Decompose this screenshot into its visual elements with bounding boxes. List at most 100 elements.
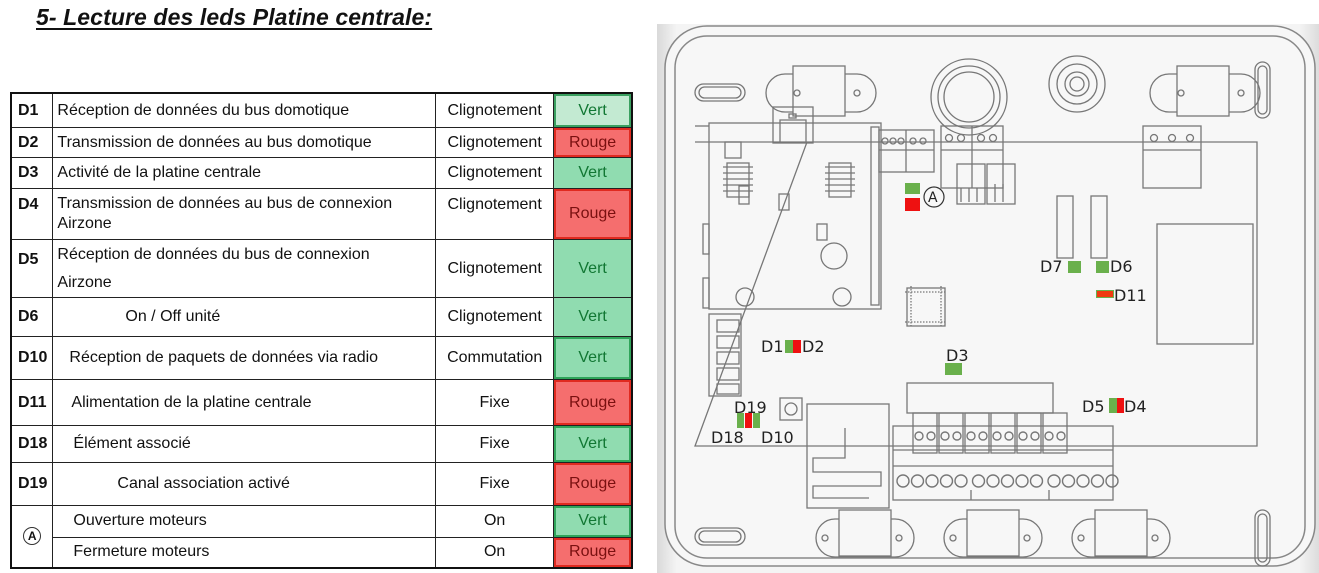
- terminal-screw-lower: [1090, 474, 1105, 488]
- terminal-screw-upper: [1044, 431, 1054, 441]
- slot-top-right: [1254, 61, 1271, 119]
- led-color: Rouge: [553, 126, 633, 159]
- led-mode: Fixe: [435, 461, 555, 506]
- chip-right: [825, 162, 855, 198]
- terminal-screw-lower: [925, 474, 939, 488]
- terminal-screw-lower: [971, 474, 986, 488]
- table-row: D2 Transmission de données au bus domoti…: [10, 126, 633, 159]
- led-code-cell: A: [10, 504, 54, 569]
- terminal-screw-lower: [1105, 474, 1119, 488]
- led-mode: Clignotement: [435, 126, 555, 159]
- led-d2: [793, 340, 801, 353]
- label-d11: D11: [1114, 286, 1147, 305]
- table-row: D4 Transmission de données au bus de con…: [10, 187, 633, 240]
- led-code: D4: [10, 187, 54, 240]
- slot-top-left: [694, 83, 746, 102]
- led-mode: Clignotement: [435, 157, 555, 189]
- led-d5: [1109, 398, 1117, 413]
- led-d11-red: [1097, 291, 1113, 297]
- side-connector: [708, 313, 742, 397]
- label-d18: D18: [711, 428, 744, 447]
- led-mode: Clignotement: [435, 238, 555, 299]
- terminal-screw-lower: [1061, 474, 1076, 488]
- led-code: D3: [10, 157, 54, 189]
- table-row: D3 Activité de la platine centrale Clign…: [10, 157, 633, 189]
- terminal-screw-upper: [1004, 431, 1014, 441]
- led-a-green: [905, 183, 920, 194]
- terminal-screw-lower: [1076, 474, 1090, 488]
- terminal-block-c: [1142, 125, 1202, 189]
- connector-top: [772, 106, 814, 144]
- led-color: Vert: [553, 92, 633, 128]
- table-row: D10 Réception de paquets de données via …: [10, 336, 633, 380]
- led-description-line1: Réception de données du bus de connexion: [57, 245, 370, 263]
- led-description: Canal association activé: [52, 461, 437, 506]
- terminal-screw-lower: [1047, 474, 1061, 488]
- label-d1: D1: [761, 337, 784, 356]
- table-row: D19 Canal association activé Fixe Rouge: [10, 461, 633, 506]
- led-mode: On: [435, 504, 555, 538]
- led-d6: [1096, 261, 1109, 273]
- led-d10: [753, 413, 760, 428]
- table-row: D18 Élément associé Fixe Vert: [10, 425, 633, 463]
- terminal-screw-upper: [952, 431, 962, 441]
- led-d7: [1068, 261, 1081, 273]
- table-row: D11 Alimentation de la platine centrale …: [10, 378, 633, 427]
- terminal-screw-lower: [1029, 474, 1044, 488]
- led-mode: On: [435, 536, 555, 569]
- mount-tab-bottom-1: [815, 518, 915, 558]
- slot-bottom-left: [694, 527, 746, 546]
- led-code: D18: [10, 425, 54, 463]
- cable-gland-large: [930, 58, 1008, 136]
- terminal-screw-upper: [992, 431, 1002, 441]
- led-description: Ouverture moteurs: [52, 504, 437, 538]
- terminal-screw-lower: [1015, 474, 1029, 488]
- label-d4: D4: [1124, 397, 1147, 416]
- led-color: Rouge: [553, 187, 633, 240]
- chip-left: [723, 162, 753, 198]
- microcontroller: [906, 287, 946, 327]
- table-row: D6 On / Off unité Clignotement Vert: [10, 297, 633, 338]
- fuse-right: [1090, 195, 1108, 259]
- cable-gland-small: [1048, 55, 1106, 113]
- led-color: Vert: [553, 157, 633, 189]
- led-color: Rouge: [553, 461, 633, 506]
- leds: [737, 183, 1124, 428]
- terminal-screw-lower: [1000, 474, 1015, 488]
- led-d3: [945, 363, 962, 375]
- led-description: Réception de paquets de données via radi…: [52, 336, 437, 380]
- led-mode: Clignotement: [435, 297, 555, 338]
- terminal-screw-upper: [940, 431, 950, 441]
- led-color: Vert: [553, 504, 633, 538]
- mount-tab-bottom-3: [1071, 518, 1171, 558]
- led-description: Fermeture moteurs: [52, 536, 437, 569]
- label-d19: D19: [734, 398, 767, 417]
- led-a-red: [905, 198, 920, 211]
- led-description: Réception de données du bus domotique: [52, 92, 437, 128]
- terminal-screw-upper: [1030, 431, 1040, 441]
- led-color: Rouge: [553, 378, 633, 427]
- led-color: Vert: [553, 336, 633, 380]
- led-code: D6: [10, 297, 54, 338]
- label-a: A: [928, 190, 938, 206]
- antenna: [806, 403, 890, 509]
- mount-tab-top-left: [765, 73, 877, 113]
- led-description-line2: Airzone: [57, 273, 112, 291]
- led-code: D2: [10, 126, 54, 159]
- led-code: D19: [10, 461, 54, 506]
- led-color: Rouge: [553, 536, 633, 569]
- led-color: Vert: [553, 238, 633, 299]
- circled-a-mark: [820, 242, 848, 270]
- transformer: [1156, 223, 1254, 345]
- led-description: Transmission de données au bus domotique: [52, 126, 437, 159]
- led-color: Vert: [553, 297, 633, 338]
- led-description: Réception de données du bus de connexion…: [52, 238, 437, 299]
- terminal-screw-upper: [914, 431, 924, 441]
- terminal-screw-lower: [939, 474, 954, 488]
- circled-a-icon: A: [23, 527, 42, 546]
- led-description: Transmission de données au bus de connex…: [52, 187, 437, 240]
- terminal-block-b: [940, 125, 1004, 189]
- led-color: Vert: [553, 425, 633, 463]
- led-mode: Fixe: [435, 425, 555, 463]
- label-d7: D7: [1040, 257, 1063, 276]
